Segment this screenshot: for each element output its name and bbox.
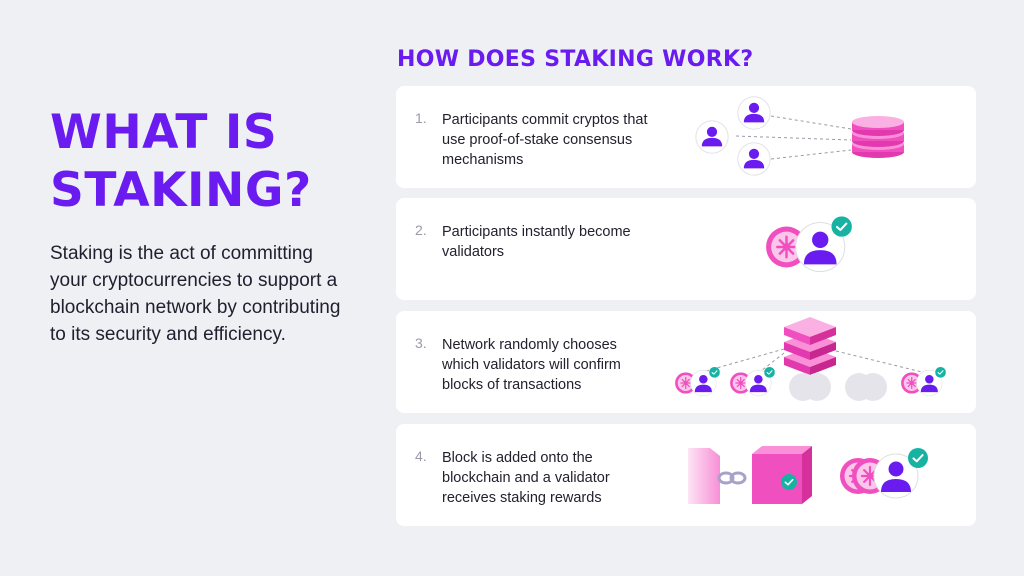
step-number: 1. [415,110,427,126]
blockchain-reward-icon [688,446,928,504]
step-text: Network randomly chooses which validator… [442,337,621,393]
main-title-line-1: WHAT IS [50,105,278,160]
users-to-coin-stack-icon [695,96,904,176]
staking-description: Staking is the act of committing your cr… [50,243,341,345]
main-title-line-2: STAKING? [50,163,312,218]
main-title: WHAT IS STAKING? [50,104,370,220]
step-text: Block is added onto the blockchain and a… [442,450,610,506]
step-card-3: 3. Network randomly chooses which valida… [396,311,976,413]
step-card-4: 4. Block is added onto the blockchain an… [396,424,976,526]
network-selection-icon [666,317,976,401]
step-number: 4. [415,448,427,464]
step-card-1: 1. Participants commit cryptos that use … [396,86,976,188]
step-number: 2. [415,222,427,238]
step-number: 3. [415,335,427,351]
step-card-2: 2. Participants instantly become validat… [396,198,976,300]
step-text: Participants commit cryptos that use pro… [442,112,648,168]
section-title: HOW DOES STAKING WORK? [397,47,754,72]
validator-icon [666,198,976,300]
step-text: Participants instantly become validators [442,224,631,260]
